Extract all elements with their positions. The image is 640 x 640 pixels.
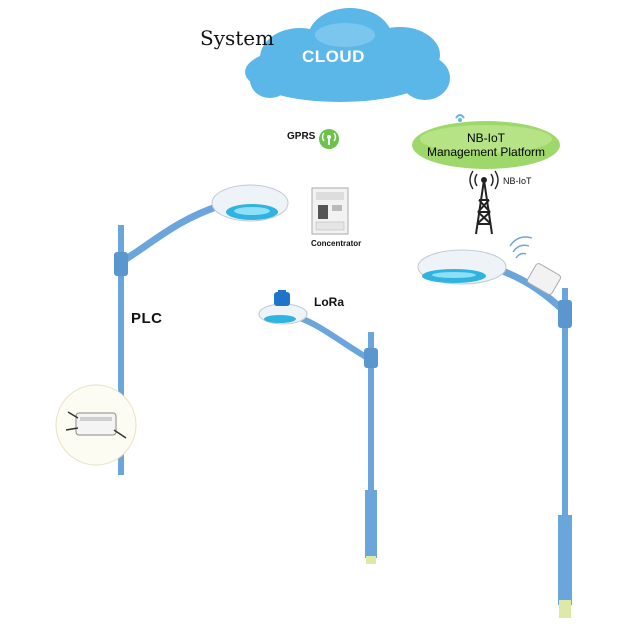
platform-signal-icon [455, 114, 465, 122]
nbiot-platform-line2: Management Platform [426, 145, 546, 159]
lora-label: LoRa [314, 295, 344, 309]
diagram-title: System [200, 26, 275, 50]
nbiot-platform-label: NB-IoT Management Platform [415, 131, 557, 159]
plc-label: PLC [131, 310, 163, 327]
gprs-signal-icon [319, 129, 339, 149]
nbiot-tower-label: NB-IoT [503, 176, 532, 186]
streetlight-plc [114, 184, 289, 475]
nbiot-platform-shape [412, 121, 560, 169]
concentrator-device [311, 187, 349, 235]
streetlight-lora [258, 290, 378, 564]
streetlight-nbiot [417, 236, 572, 618]
nbiot-platform-line1: NB-IoT [466, 131, 505, 145]
cell-tower-icon [469, 170, 499, 235]
plc-driver-inset [55, 384, 137, 466]
gprs-label: GPRS [287, 131, 316, 142]
concentrator-label: Concentrator [311, 239, 362, 248]
cloud-label: CLOUD [302, 47, 365, 66]
cloud-highlight [315, 23, 375, 47]
cloud-shape [245, 8, 450, 102]
